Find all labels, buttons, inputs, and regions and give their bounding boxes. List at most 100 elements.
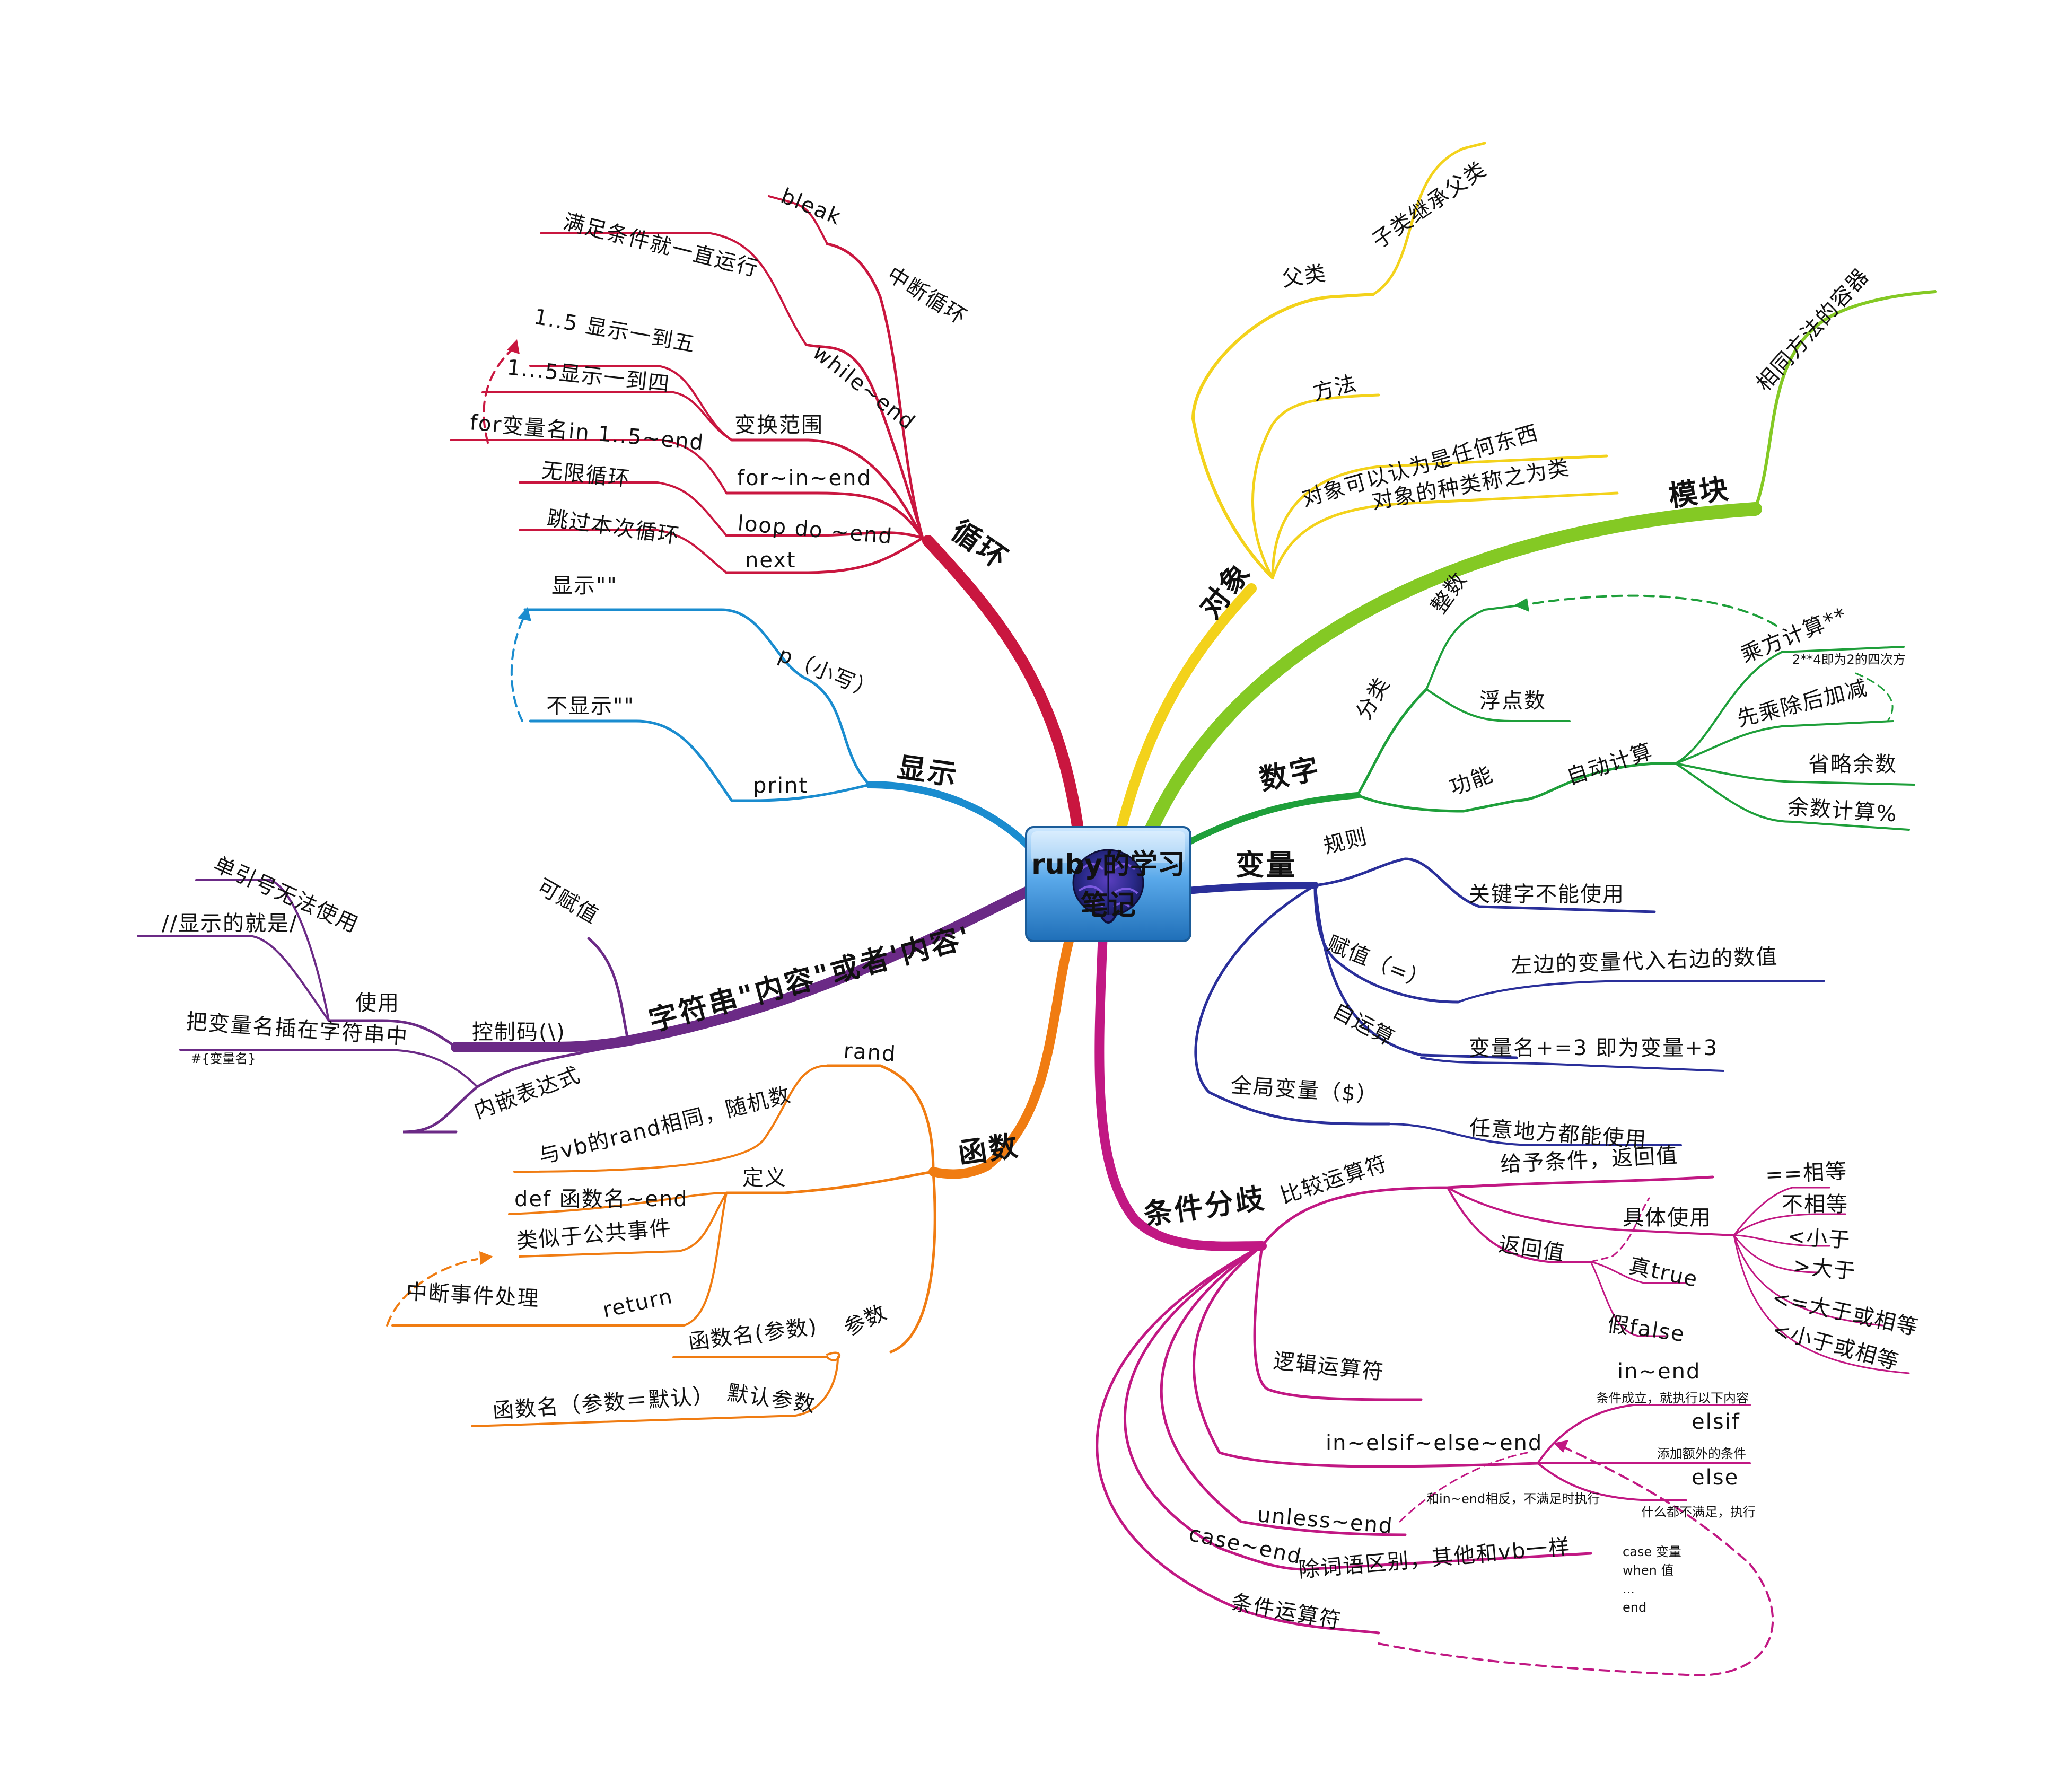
node-function-def[interactable]: def 函数名~end xyxy=(514,1187,688,1211)
labels-display: 显示 p（小写） 显示"" print 不显示"" xyxy=(546,574,961,798)
node-condition-true[interactable]: 真true xyxy=(1627,1254,1701,1292)
node-condition-in-end[interactable]: in~end xyxy=(1617,1359,1701,1384)
node-loop-forin-note[interactable]: for变量名in 1..5~end xyxy=(469,410,705,455)
node-function-rand-note[interactable]: 与vb的rand相同，随机数 xyxy=(536,1083,793,1169)
node-function-rand[interactable]: rand xyxy=(843,1039,897,1067)
center-node[interactable]: ruby的学习 笔记 xyxy=(1025,826,1191,942)
node-loop-forin[interactable]: for~in~end xyxy=(737,466,872,490)
node-loop-next[interactable]: next xyxy=(745,548,796,573)
node-loop-range-a[interactable]: 1..5 显示一到五 xyxy=(532,305,697,357)
node-condition-give[interactable]: 给予条件，返回值 xyxy=(1500,1143,1679,1177)
node-function-param-a[interactable]: 函数名(参数) xyxy=(687,1314,819,1355)
node-variable-self[interactable]: 自运算 xyxy=(1328,998,1399,1051)
node-condition-logic[interactable]: 逻辑运算符 xyxy=(1272,1349,1386,1385)
node-module-container[interactable]: 相同方法的容器 xyxy=(1751,263,1874,396)
node-loop-next-note[interactable]: 跳过本次循环 xyxy=(546,506,681,549)
node-string-embed-note[interactable]: 把变量名插在字符串中 xyxy=(185,1009,409,1049)
node-condition-ternary[interactable]: 条件运算符 xyxy=(1229,1591,1343,1634)
labels-condition: 条件分歧 比较运算符 给予条件，返回值 具体使用 ==相等 不相等 <小于 >大… xyxy=(1142,1143,1921,1633)
node-condition-ne[interactable]: 不相等 xyxy=(1782,1192,1848,1217)
node-condition-elsif[interactable]: elsif xyxy=(1692,1410,1740,1434)
node-condition-unless-note[interactable]: 和in~end相反，不满足时执行 xyxy=(1426,1491,1600,1506)
node-condition-case-note[interactable]: 除词语区别，其他和vb一样 xyxy=(1298,1534,1572,1583)
center-title-line2: 笔记 xyxy=(1081,890,1136,921)
node-display-print-note[interactable]: 不显示"" xyxy=(546,694,635,718)
branch-loop xyxy=(450,195,1085,844)
node-function-param-default-note[interactable]: 函数名（参数＝默认） xyxy=(492,1384,715,1424)
node-number-omit[interactable]: 省略余数 xyxy=(1808,752,1897,777)
node-condition-lt[interactable]: <小于 xyxy=(1786,1224,1851,1253)
node-loop-loopdo[interactable]: loop do ~end xyxy=(737,511,894,549)
node-condition-usage[interactable]: 具体使用 xyxy=(1623,1206,1712,1230)
center-title-line1: ruby的学习 xyxy=(1031,849,1185,881)
node-loop-range-b[interactable]: 1...5显示一到四 xyxy=(506,355,671,397)
node-condition-case-code-1[interactable]: case 变量 xyxy=(1623,1544,1681,1559)
branch-condition xyxy=(1094,928,1910,1677)
node-variable-assign-note[interactable]: 左边的变量代入右边的数值 xyxy=(1511,944,1778,978)
node-condition-case-code-2[interactable]: when 值 xyxy=(1623,1563,1673,1578)
node-condition-ifelse[interactable]: in~elsif~else~end xyxy=(1326,1431,1543,1455)
node-condition[interactable]: 条件分歧 xyxy=(1142,1181,1268,1232)
node-function-param-default[interactable]: 默认参数 xyxy=(726,1381,818,1417)
node-variable-self-note[interactable]: 变量名+=3 即为变量+3 xyxy=(1469,1036,1718,1060)
node-condition-else[interactable]: else xyxy=(1692,1465,1739,1490)
node-number-float[interactable]: 浮点数 xyxy=(1479,689,1546,713)
node-condition-case-code-4[interactable]: end xyxy=(1623,1600,1646,1615)
node-condition-gt[interactable]: >大于 xyxy=(1792,1253,1857,1284)
node-function-return[interactable]: return xyxy=(601,1284,676,1323)
node-condition-case-code-3[interactable]: ... xyxy=(1623,1582,1635,1596)
node-number-power-note[interactable]: 2**4即为2的四次方 xyxy=(1792,652,1906,667)
branch-display xyxy=(510,607,1048,868)
node-loop-while[interactable]: while~end xyxy=(808,340,920,435)
node-function-def-note[interactable]: 类似于公共事件 xyxy=(515,1216,673,1254)
node-variable-keyword[interactable]: 关键字不能使用 xyxy=(1469,882,1625,907)
node-string-backslash[interactable]: //显示的就是/ xyxy=(162,911,297,936)
node-number-auto[interactable]: 自动计算 xyxy=(1564,739,1656,790)
labels-module: 模块 相同方法的容器 xyxy=(1667,263,1874,513)
node-condition-false[interactable]: 假false xyxy=(1606,1312,1687,1347)
node-loop-range[interactable]: 变换范围 xyxy=(734,413,823,437)
node-display-p[interactable]: p（小写） xyxy=(775,643,880,704)
node-function-param[interactable]: 参数 xyxy=(840,1300,891,1341)
node-string-use[interactable]: 使用 xyxy=(355,991,400,1015)
node-object-parent[interactable]: 父类 xyxy=(1281,261,1328,292)
branch-variable xyxy=(1184,857,1825,1146)
node-display-p-note[interactable]: 显示"" xyxy=(551,574,618,598)
node-condition-in-end-note[interactable]: 条件成立，就执行以下内容 xyxy=(1596,1391,1749,1406)
node-loop-while-note[interactable]: 满足条件就一直运行 xyxy=(561,209,761,282)
node-function-define[interactable]: 定义 xyxy=(742,1166,787,1190)
branch-number xyxy=(1174,594,1915,851)
node-condition-eq[interactable]: ==相等 xyxy=(1765,1159,1848,1188)
node-loop-interrupt[interactable]: 中断循环 xyxy=(883,262,971,330)
node-condition-else-note[interactable]: 什么都不满足，执行 xyxy=(1641,1505,1756,1519)
node-display-print[interactable]: print xyxy=(753,774,808,798)
branch-function xyxy=(386,928,1076,1427)
node-variable-global[interactable]: 全局变量（$） xyxy=(1230,1073,1379,1108)
node-condition-retval[interactable]: 返回值 xyxy=(1497,1232,1567,1266)
node-object-method[interactable]: 方法 xyxy=(1310,371,1360,406)
branch-object xyxy=(1114,142,1619,843)
node-string-embed-syntax[interactable]: #{变量名} xyxy=(191,1051,256,1066)
branch-string xyxy=(137,879,1034,1134)
node-number-category[interactable]: 分类 xyxy=(1352,673,1395,724)
node-string-embed[interactable]: 内嵌表达式 xyxy=(471,1062,584,1123)
node-string-assignable[interactable]: 可赋值 xyxy=(533,874,603,929)
node-function-return-note[interactable]: 中断事件处理 xyxy=(405,1280,540,1311)
node-condition-elsif-note[interactable]: 添加额外的条件 xyxy=(1657,1446,1746,1461)
node-loop-bleak[interactable]: bleak xyxy=(777,184,845,230)
node-string-control[interactable]: 控制码(\) xyxy=(472,1020,566,1044)
node-string[interactable]: 字符串"内容"或者'内容' xyxy=(645,919,975,1038)
node-variable[interactable]: 变量 xyxy=(1235,848,1297,882)
labels-variable: 变量 规则 关键字不能使用 赋值（=） 左边的变量代入右边的数值 自运算 变量名… xyxy=(1230,824,1778,1153)
node-number[interactable]: 数字 xyxy=(1257,751,1324,797)
node-function[interactable]: 函数 xyxy=(956,1129,1022,1171)
node-variable-rule[interactable]: 规则 xyxy=(1321,824,1370,859)
labels-number: 数字 分类 整数 浮点数 功能 自动计算 乘方计算** 2**4即为2的四次方 … xyxy=(1257,568,1906,827)
node-object-child[interactable]: 子类继承父类 xyxy=(1368,157,1491,253)
labels-loop: 循环 中断循环 bleak while~end 满足条件就一直运行 变换范围 1… xyxy=(469,184,1015,577)
branch-module xyxy=(1138,290,1937,850)
node-loop-loopdo-note[interactable]: 无限循环 xyxy=(540,458,632,491)
labels-string: 字符串"内容"或者'内容' 可赋值 控制码(\) 使用 单引号无法使用 //显示… xyxy=(162,852,975,1123)
node-number-feature[interactable]: 功能 xyxy=(1447,762,1497,800)
